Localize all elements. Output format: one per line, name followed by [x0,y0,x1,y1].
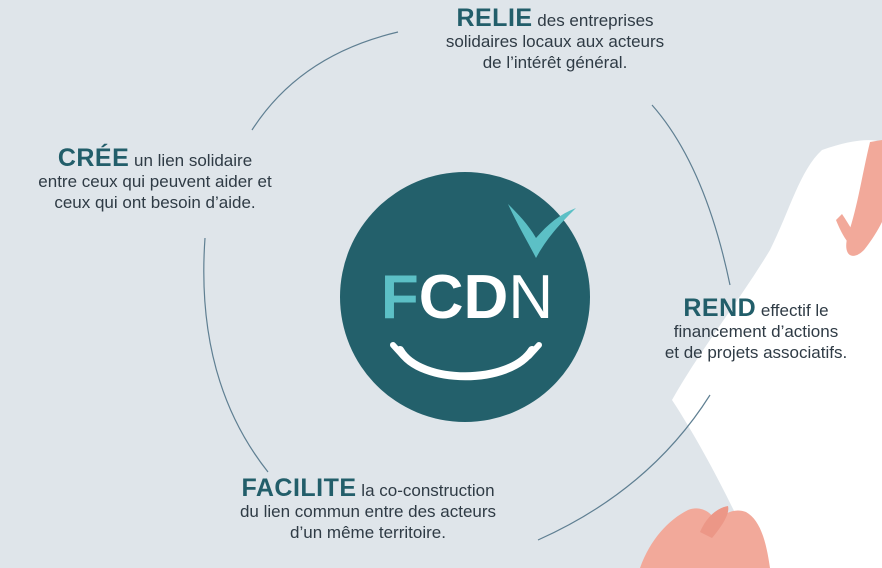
keyword: REND [683,294,757,322]
text-block-relie: RELIE des entreprises solidaires locaux … [395,6,715,73]
text-block-cree: CRÉE un lien solidaire entre ceux qui pe… [0,146,310,213]
keyword: RELIE [456,4,533,32]
text-block-rend: REND effectif le financement d’actions e… [630,296,882,363]
line-2: financement d’actions [673,322,839,341]
line-1: FACILITE la co-construction [178,476,558,501]
cycle-arcs [203,31,731,541]
line-1-text: un lien solidaire [129,151,253,170]
line-2: du lien commun entre des acteurs [239,502,497,521]
line-2: entre ceux qui peuvent aider et [38,172,272,191]
lower-hand-finger [700,506,729,538]
logo-letters-cd: CD [419,263,509,332]
line-1: CRÉE un lien solidaire [0,146,310,171]
keyword: FACILITE [241,474,357,502]
line-1-text: la co-construction [356,481,495,500]
line-3: ceux qui ont besoin d’aide. [54,193,256,212]
white-card [672,140,882,568]
lower-hand [640,508,770,568]
smile-end-right [526,342,542,359]
smile-icon [396,346,536,381]
line-3: et de projets associatifs. [664,343,848,362]
line-1-text: des entreprises [532,11,654,30]
logo-letter-n: N [508,263,553,332]
logo-letter-f: F [381,263,419,332]
line-3: de l’intérêt général. [482,53,628,72]
line-1-text: effectif le [756,301,829,320]
keyword: CRÉE [57,144,130,172]
upper-hand [846,140,882,256]
checkmark-icon [508,204,576,258]
line-1: REND effectif le [630,296,882,321]
line-2: solidaires locaux aux acteurs [445,32,665,51]
logo-wordmark: FCDN [381,263,553,332]
smile-end-left [390,342,406,359]
line-1: RELIE des entreprises [395,6,715,31]
line-3: d’un même territoire. [290,523,446,542]
upper-hand-finger [836,214,860,249]
text-block-facilite: FACILITE la co-construction du lien comm… [178,476,558,543]
